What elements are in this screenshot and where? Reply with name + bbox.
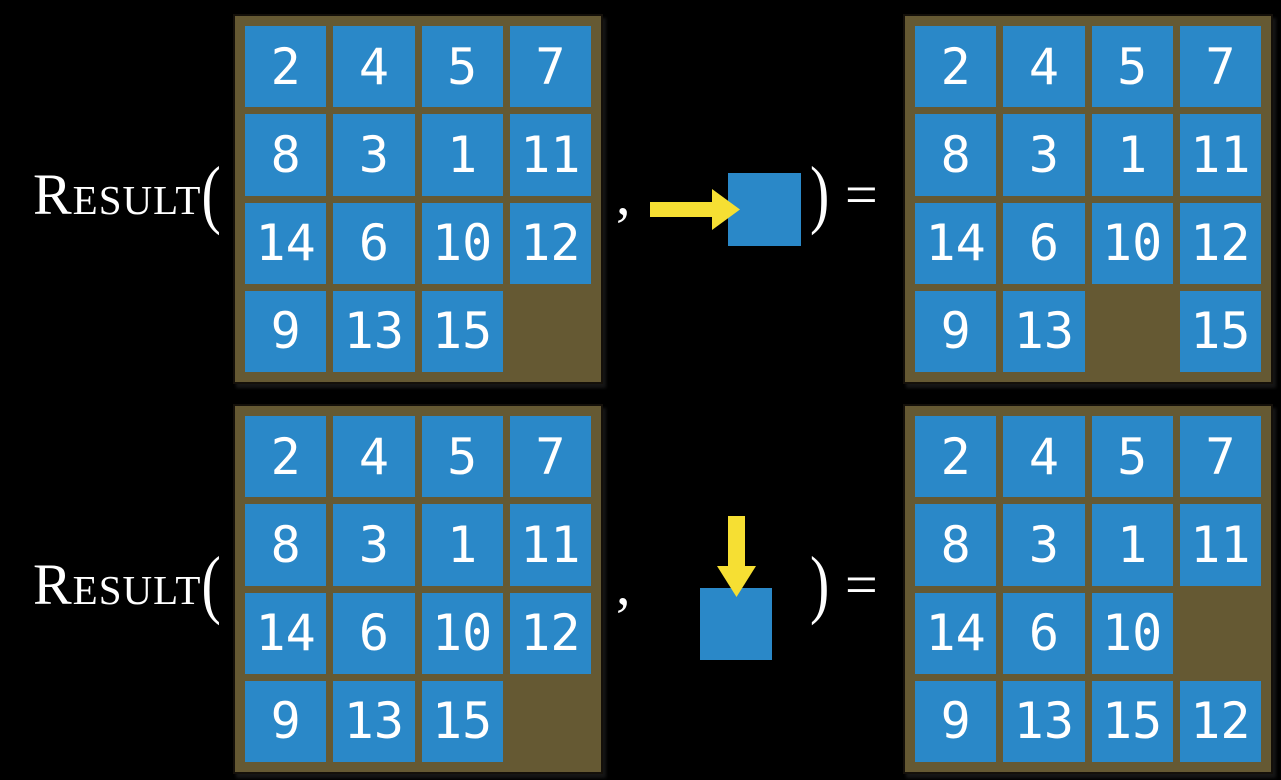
result-function-label: Result( — [33, 545, 221, 622]
puzzle-tile: 2 — [245, 26, 327, 108]
moved-tile-square — [728, 173, 801, 246]
puzzle-tile: 8 — [245, 504, 327, 586]
puzzle-tile: 1 — [1091, 504, 1173, 586]
function-name: Result — [33, 162, 202, 227]
result-function-label: Result( — [33, 155, 221, 232]
puzzle-tile: 4 — [333, 26, 415, 108]
puzzle-tile: 7 — [1179, 26, 1261, 108]
puzzle-tile: 3 — [1003, 504, 1085, 586]
move-argument-down — [700, 516, 772, 660]
puzzle-tile: 7 — [1179, 416, 1261, 498]
puzzle-tile: 13 — [1003, 290, 1085, 372]
puzzle-tile: 14 — [245, 202, 327, 284]
equals-sign: = — [845, 552, 878, 617]
close-paren: ) — [810, 150, 830, 237]
puzzle-tile: 14 — [245, 592, 327, 674]
puzzle-tile: 2 — [245, 416, 327, 498]
empty-cell — [1180, 593, 1261, 674]
puzzle-tile: 12 — [509, 592, 591, 674]
puzzle-tile: 2 — [915, 26, 997, 108]
puzzle-tile: 4 — [333, 416, 415, 498]
puzzle-tile: 5 — [1091, 26, 1173, 108]
puzzle-tile: 1 — [1091, 114, 1173, 196]
puzzle-tile: 4 — [1003, 26, 1085, 108]
puzzle-tile: 9 — [915, 290, 997, 372]
puzzle-tile: 1 — [421, 504, 503, 586]
puzzle-tile: 10 — [421, 202, 503, 284]
puzzle-tile: 13 — [333, 680, 415, 762]
puzzle-tile: 5 — [421, 26, 503, 108]
puzzle-tile: 10 — [421, 592, 503, 674]
arrow-right-icon — [650, 189, 740, 230]
puzzle-tile: 12 — [1179, 680, 1261, 762]
moved-tile-square — [700, 588, 772, 660]
puzzle-tile: 7 — [509, 26, 591, 108]
puzzle-tile: 8 — [915, 504, 997, 586]
puzzle-tile: 12 — [1179, 202, 1261, 284]
puzzle-tile: 4 — [1003, 416, 1085, 498]
puzzle-tile: 7 — [509, 416, 591, 498]
puzzle-tile: 13 — [333, 290, 415, 372]
puzzle-tile: 15 — [1091, 680, 1173, 762]
puzzle-tile: 14 — [915, 202, 997, 284]
puzzle-tile: 6 — [1003, 202, 1085, 284]
puzzle-tile: 3 — [333, 114, 415, 196]
puzzle-tile: 15 — [421, 290, 503, 372]
puzzle-tile: 11 — [509, 114, 591, 196]
puzzle-tile: 1 — [421, 114, 503, 196]
empty-cell — [1092, 291, 1173, 372]
puzzle-tile: 9 — [915, 680, 997, 762]
empty-cell — [510, 681, 591, 762]
comma-separator: , — [616, 552, 631, 617]
puzzle-tile: 6 — [333, 202, 415, 284]
puzzle-tile: 11 — [1179, 504, 1261, 586]
puzzle-tile: 6 — [1003, 592, 1085, 674]
empty-cell — [510, 291, 591, 372]
puzzle-tile: 9 — [245, 290, 327, 372]
puzzle-tile: 3 — [333, 504, 415, 586]
puzzle-tile: 11 — [1179, 114, 1261, 196]
arrow-down-icon — [717, 516, 756, 597]
equals-sign: = — [845, 162, 878, 227]
puzzle-tile: 10 — [1091, 592, 1173, 674]
close-paren: ) — [810, 540, 830, 627]
puzzle-tile: 13 — [1003, 680, 1085, 762]
puzzle-tile: 10 — [1091, 202, 1173, 284]
comma-separator: , — [616, 162, 631, 227]
puzzle-tile: 15 — [1179, 290, 1261, 372]
open-paren: ( — [201, 540, 221, 627]
puzzle-tile: 3 — [1003, 114, 1085, 196]
puzzle-tile: 11 — [509, 504, 591, 586]
puzzle-tile: 6 — [333, 592, 415, 674]
puzzle-tile: 5 — [421, 416, 503, 498]
puzzle-tile: 9 — [245, 680, 327, 762]
puzzle-tile: 12 — [509, 202, 591, 284]
puzzle-tile: 2 — [915, 416, 997, 498]
open-paren: ( — [201, 150, 221, 237]
puzzle-tile: 8 — [915, 114, 997, 196]
puzzle-tile: 8 — [245, 114, 327, 196]
move-argument-right — [650, 173, 802, 247]
puzzle-tile: 14 — [915, 592, 997, 674]
function-name: Result — [33, 552, 202, 617]
puzzle-tile: 5 — [1091, 416, 1173, 498]
puzzle-tile: 15 — [421, 680, 503, 762]
